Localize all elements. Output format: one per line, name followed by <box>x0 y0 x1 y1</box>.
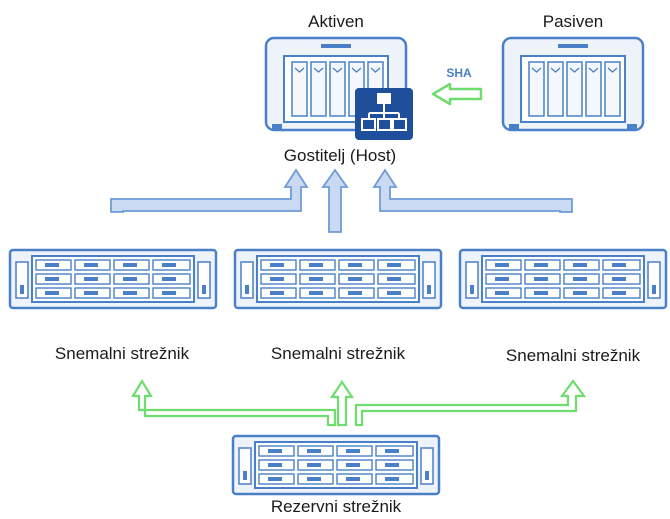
recording-server-left-device <box>8 248 218 310</box>
passive-label: Pasiven <box>542 12 604 31</box>
blue-arrow-right <box>372 168 573 213</box>
host-label: Gostitelj (Host) <box>283 146 397 165</box>
recording-server-right-device <box>458 248 668 310</box>
blue-arrow-center <box>321 168 349 233</box>
sha-label: SHA <box>446 66 472 80</box>
green-arrow-left <box>131 378 337 427</box>
green-arrow-center <box>329 380 355 427</box>
green-arrow-right <box>354 379 587 427</box>
sha-arrow <box>431 82 483 106</box>
recording-server-center-device <box>233 248 443 310</box>
host-network-icon <box>355 88 413 140</box>
backup-server-device <box>231 434 441 496</box>
backup-label: Rezervni strežnik <box>270 497 402 516</box>
recorder-center-label: Snemalni strežnik <box>270 344 406 363</box>
active-label: Aktiven <box>308 12 364 31</box>
recorder-left-label: Snemalni strežnik <box>54 344 190 363</box>
passive-nas-device <box>501 36 645 132</box>
recorder-right-label: Snemalni strežnik <box>505 346 641 365</box>
blue-arrow-left <box>110 168 309 213</box>
